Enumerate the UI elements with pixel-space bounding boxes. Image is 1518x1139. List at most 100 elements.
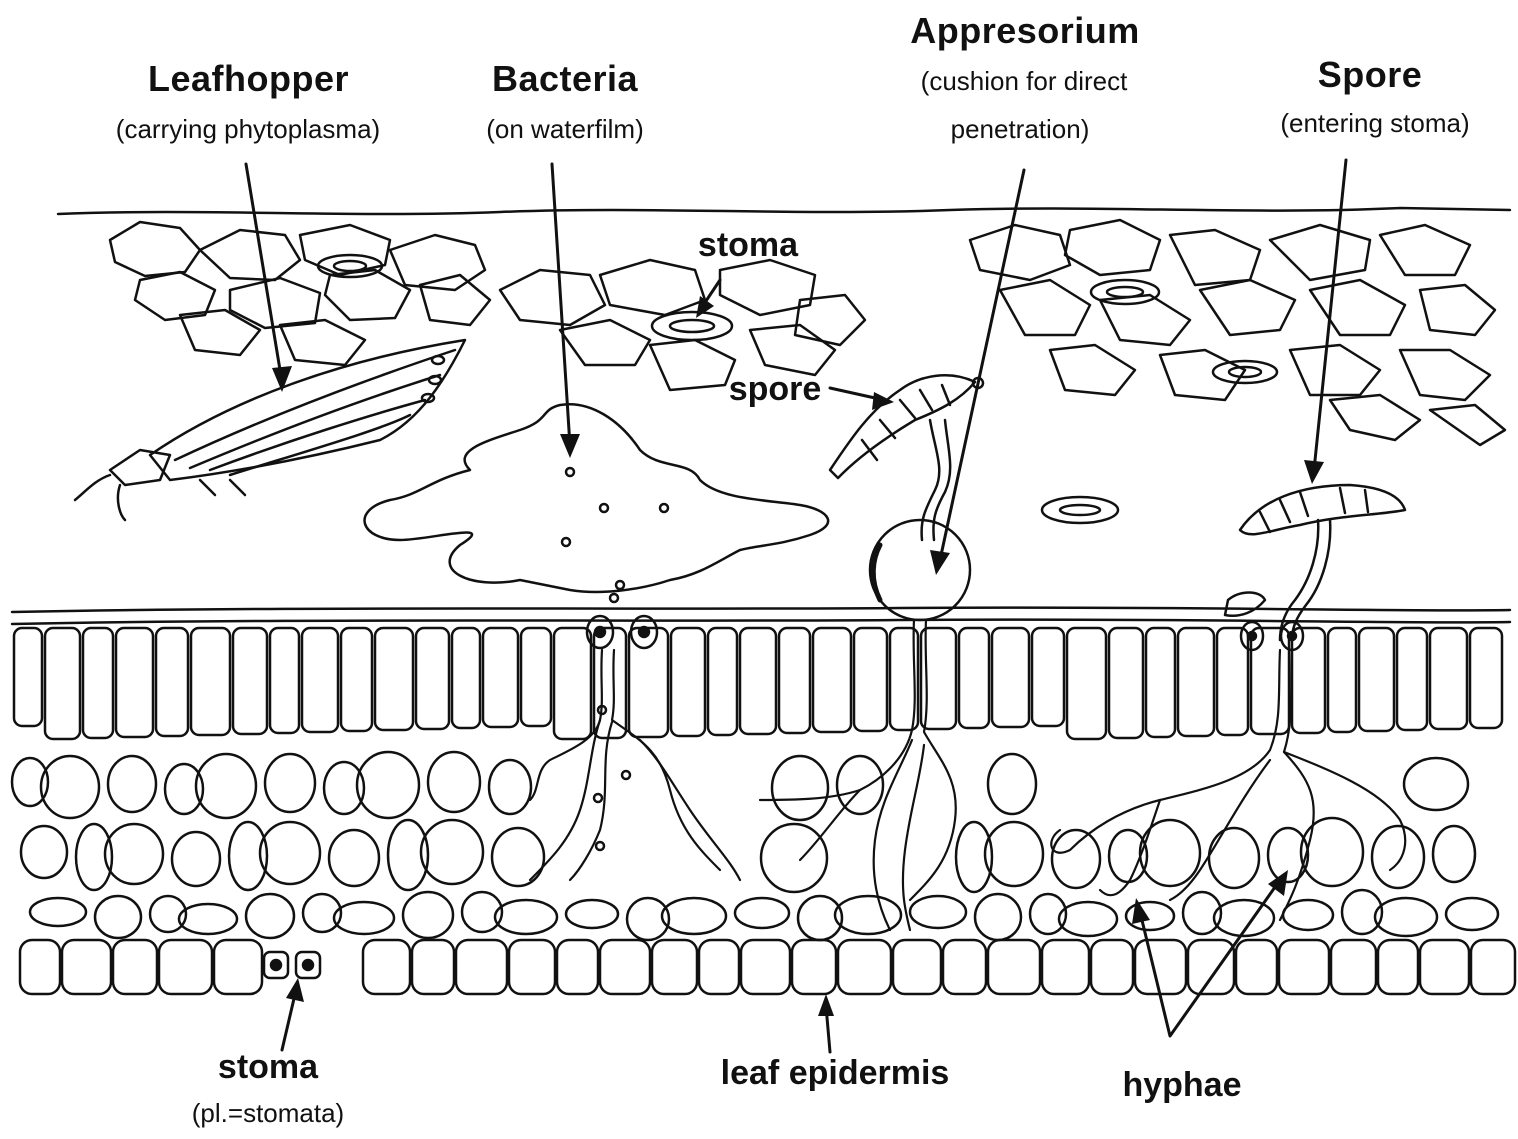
- epidermis-cell: [1378, 940, 1418, 994]
- palisade-cell: [116, 628, 153, 737]
- mesophyll-cell: [357, 752, 419, 818]
- label-bacteria-title: Bacteria: [480, 58, 650, 100]
- palisade-cell: [416, 628, 449, 729]
- palisade-cell: [1359, 628, 1394, 731]
- mesophyll-cell: [334, 902, 394, 934]
- mesophyll-cell: [1283, 900, 1333, 930]
- mesophyll-cell: [403, 892, 453, 938]
- epidermis-cell: [699, 940, 739, 994]
- mesophyll-cell: [329, 830, 379, 886]
- mesophyll-cell: [196, 754, 256, 818]
- stoma-open-surface: [1042, 497, 1118, 523]
- palisade-cell: [1397, 628, 1427, 730]
- palisade-cell: [854, 628, 887, 731]
- mesophyll-cell: [21, 826, 67, 878]
- epidermis-cell: [363, 940, 410, 994]
- spore-entering-stoma: [1225, 485, 1405, 640]
- label-appresorium-sub2: penetration): [920, 114, 1120, 145]
- mesophyll-cell: [837, 756, 883, 814]
- mesophyll-cell: [172, 832, 220, 886]
- mesophyll-cell: [662, 898, 726, 934]
- mesophyll-cell: [985, 822, 1043, 886]
- epidermis-cell: [456, 940, 507, 994]
- surface-cells-right: [970, 220, 1505, 445]
- waterfilm: [365, 404, 829, 592]
- mesophyll-cell: [975, 894, 1021, 940]
- epidermis-cell: [412, 940, 454, 994]
- palisade-cell: [191, 628, 230, 735]
- palisade-cell: [452, 628, 480, 728]
- mesophyll-cell: [41, 756, 99, 818]
- mesophyll-cell: [1372, 826, 1424, 888]
- palisade-cell: [1067, 628, 1106, 739]
- label-spore-sub: (entering stoma): [1250, 108, 1500, 139]
- pointer-arrows: [246, 160, 1346, 1052]
- mesophyll-cell: [495, 900, 557, 934]
- lower-epidermis-cells: [20, 940, 1515, 994]
- mesophyll-cell: [1301, 818, 1363, 886]
- epidermis-cell: [652, 940, 697, 994]
- palisade-cell: [779, 628, 810, 733]
- palisade-cell: [233, 628, 267, 734]
- mesophyll-cell: [1052, 830, 1100, 888]
- palisade-cell: [1430, 628, 1467, 729]
- mesophyll-cell: [492, 828, 544, 886]
- palisade-cell: [1146, 628, 1175, 737]
- surface-cells-left: [110, 222, 490, 365]
- palisade-cell: [708, 628, 737, 735]
- leafhopper-drawing: [75, 340, 465, 520]
- mesophyll-cell: [1059, 902, 1117, 936]
- palisade-cell: [740, 628, 776, 734]
- palisade-cell: [1109, 628, 1143, 738]
- epidermis-cell: [62, 940, 111, 994]
- palisade-cell: [1470, 628, 1502, 728]
- label-spore-mid: spore: [720, 370, 830, 409]
- epidermis-cell: [1236, 940, 1277, 994]
- label-stoma-bottom-title: stoma: [208, 1048, 328, 1087]
- label-spore-title: Spore: [1310, 54, 1430, 96]
- epidermis-cell: [557, 940, 598, 994]
- palisade-cell: [813, 628, 851, 732]
- mesophyll-cell: [489, 760, 531, 814]
- palisade-cell: [992, 628, 1029, 727]
- palisade-cell: [1032, 628, 1064, 726]
- palisade-cell: [270, 628, 299, 733]
- label-hyphae: hyphae: [1112, 1066, 1252, 1105]
- mesophyll-cell: [988, 754, 1036, 814]
- mesophyll-cell: [428, 752, 480, 812]
- mesophyll-cell: [1446, 898, 1498, 930]
- mesophyll-cell: [260, 822, 320, 884]
- stoma-upper-middle: [652, 312, 732, 340]
- mesophyll-cell: [1126, 902, 1174, 930]
- palisade-cell: [1292, 628, 1325, 733]
- bacteria-cells: [562, 468, 668, 850]
- mesophyll-cell: [1433, 826, 1475, 882]
- label-stoma-bottom-sub: (pl.=stomata): [168, 1098, 368, 1129]
- epidermis-cell: [741, 940, 790, 994]
- epidermis-cell: [113, 940, 157, 994]
- label-appresorium-title: Appresorium: [900, 10, 1150, 52]
- mesophyll-cell: [76, 824, 112, 890]
- palisade-cell: [483, 628, 518, 727]
- mesophyll-cell: [735, 898, 789, 928]
- epidermis-cell: [988, 940, 1040, 994]
- epidermis-cell: [1279, 940, 1329, 994]
- palisade-cell: [959, 628, 989, 728]
- epidermis-cell: [509, 940, 555, 994]
- palisade-cell: [156, 628, 188, 736]
- epidermis-cell: [1331, 940, 1376, 994]
- mesophyll-cell: [1404, 758, 1468, 810]
- cuticle: [12, 608, 1510, 612]
- palisade-cell: [554, 628, 591, 739]
- mesophyll-cell: [179, 904, 237, 934]
- mesophyll-cell: [265, 754, 315, 812]
- palisade-cell: [671, 628, 705, 736]
- mesophyll-cell: [105, 824, 163, 884]
- guard-cells-lower-stoma: [264, 952, 320, 978]
- mesophyll-cell: [246, 894, 294, 938]
- epidermis-cell: [1091, 940, 1133, 994]
- mesophyll-cell: [30, 898, 86, 926]
- epidermis-cell: [600, 940, 650, 994]
